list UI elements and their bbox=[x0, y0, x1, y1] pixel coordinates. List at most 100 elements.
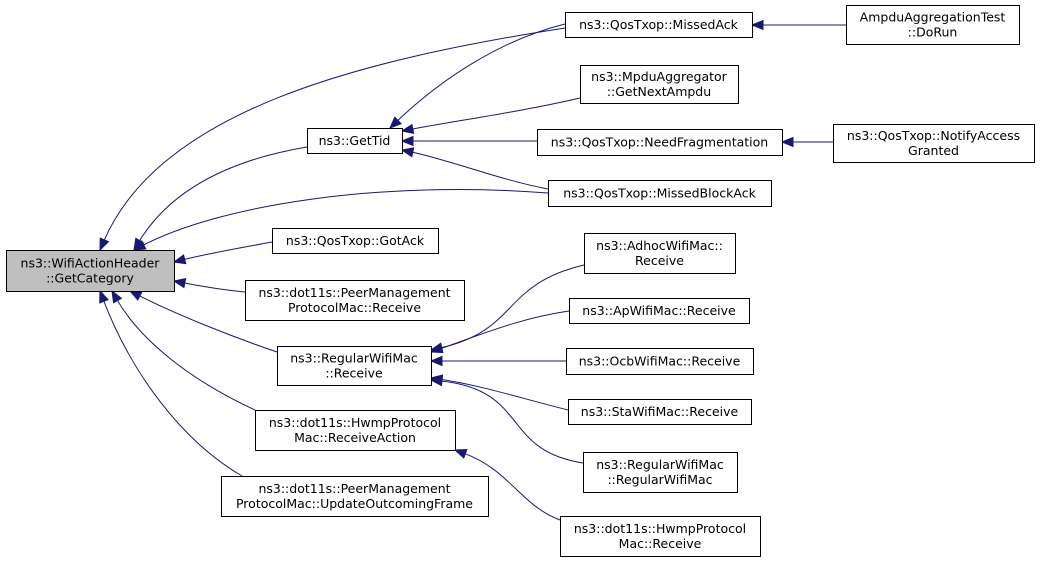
arrowhead bbox=[400, 147, 415, 158]
arrowhead bbox=[132, 240, 147, 251]
node-box[interactable] bbox=[307, 128, 403, 154]
node-label-line: ns3::dot11s::HwmpProtocol bbox=[574, 521, 746, 536]
node-starecv[interactable]: ns3::StaWifiMac::Receive bbox=[568, 399, 752, 425]
node-gettid[interactable]: ns3::GetTid bbox=[307, 128, 403, 154]
node-box[interactable] bbox=[245, 280, 465, 321]
node-label-line: ns3::MpduAggregator bbox=[591, 69, 728, 84]
edge-line bbox=[141, 189, 549, 247]
node-label-line: ns3::dot11s::PeerManagement bbox=[258, 285, 450, 300]
node-label-line: ns3::AdhocWifiMac:: bbox=[596, 238, 723, 253]
edge-line bbox=[410, 151, 549, 190]
edge-line bbox=[182, 241, 273, 261]
nodes-layer: ns3::WifiActionHeader::GetCategoryns3::G… bbox=[6, 5, 1035, 557]
node-label-line: ns3::QosTxop::GotAck bbox=[286, 233, 425, 248]
node-label-line: ::GetCategory bbox=[46, 271, 134, 286]
arrowhead bbox=[389, 116, 402, 129]
node-label-line: ::GetNextAmpdu bbox=[607, 84, 711, 99]
node-box[interactable] bbox=[846, 5, 1020, 45]
edge-needfrag-to-gettid bbox=[400, 135, 538, 147]
node-box[interactable] bbox=[277, 346, 432, 386]
node-box[interactable] bbox=[566, 348, 754, 375]
arrowhead bbox=[99, 237, 110, 252]
node-box[interactable] bbox=[583, 452, 738, 493]
edge-line bbox=[138, 146, 308, 243]
arrowhead bbox=[429, 375, 443, 387]
node-box[interactable] bbox=[584, 233, 736, 274]
node-regularrecv[interactable]: ns3::RegularWifiMac::Receive bbox=[277, 346, 432, 386]
edge-mpduagg-to-gettid bbox=[400, 97, 581, 135]
node-box[interactable] bbox=[537, 129, 783, 156]
edge-peermgmtupdate-to-root bbox=[99, 289, 243, 477]
node-box[interactable] bbox=[568, 399, 752, 425]
node-label-line: ProtocolMac::Receive bbox=[288, 300, 421, 315]
edge-line bbox=[102, 299, 243, 477]
node-peermgmtupdate[interactable]: ns3::dot11s::PeerManagementProtocolMac::… bbox=[221, 476, 489, 517]
edge-hwmpaction-to-root bbox=[111, 289, 256, 411]
node-adhocrecv[interactable]: ns3::AdhocWifiMac::Receive bbox=[584, 233, 736, 274]
node-box[interactable] bbox=[565, 12, 753, 38]
edge-regularctor-to-regularrecv bbox=[429, 375, 584, 464]
node-missedblockack[interactable]: ns3::QosTxop::MissedBlockAck bbox=[548, 180, 772, 207]
node-gotack[interactable]: ns3::QosTxop::GotAck bbox=[272, 228, 439, 254]
edge-line bbox=[410, 97, 581, 130]
arrowhead bbox=[400, 135, 414, 147]
node-box[interactable] bbox=[580, 65, 739, 104]
node-label-line: AmpduAggregationTest bbox=[860, 10, 1006, 25]
arrowhead bbox=[453, 449, 468, 459]
arrowhead bbox=[400, 123, 415, 135]
node-box[interactable] bbox=[833, 124, 1035, 163]
node-ampdutest[interactable]: AmpduAggregationTest::DoRun bbox=[846, 5, 1020, 45]
node-box bbox=[6, 250, 175, 292]
edge-line bbox=[116, 298, 256, 411]
edge-line bbox=[439, 378, 569, 411]
edge-regularrecv-to-root bbox=[128, 290, 278, 353]
node-aprecv[interactable]: ns3::ApWifiMac::Receive bbox=[569, 298, 750, 324]
node-box[interactable] bbox=[272, 228, 439, 254]
node-label-line: Mac::Receive bbox=[619, 536, 702, 551]
node-hwmpaction[interactable]: ns3::dot11s::HwmpProtocolMac::ReceiveAct… bbox=[255, 410, 456, 451]
node-missedack[interactable]: ns3::QosTxop::MissedAck bbox=[565, 12, 753, 38]
node-label-line: ns3::QosTxop::MissedAck bbox=[579, 17, 739, 32]
edge-line bbox=[137, 294, 278, 353]
edge-line bbox=[182, 282, 246, 293]
node-label-line: ns3::RegularWifiMac bbox=[290, 351, 418, 366]
node-peermgmtrecv[interactable]: ns3::dot11s::PeerManagementProtocolMac::… bbox=[245, 280, 465, 321]
node-box[interactable] bbox=[560, 516, 761, 557]
edge-missedack-to-gettid bbox=[389, 23, 566, 129]
node-box[interactable] bbox=[221, 476, 489, 517]
node-box[interactable] bbox=[569, 298, 750, 324]
edge-line bbox=[396, 23, 566, 123]
node-label-line: ns3::RegularWifiMac bbox=[596, 457, 724, 472]
node-box[interactable] bbox=[255, 410, 456, 451]
edge-gotack-to-root bbox=[172, 241, 273, 265]
node-label-line: ns3::QosTxop::NotifyAccess bbox=[847, 128, 1020, 143]
node-regularctor[interactable]: ns3::RegularWifiMac::RegularWifiMac bbox=[583, 452, 738, 493]
node-label-line: Granted bbox=[908, 143, 959, 158]
arrowhead bbox=[111, 289, 123, 304]
arrowhead bbox=[780, 136, 794, 148]
edge-line bbox=[463, 452, 561, 521]
edge-aprecv-to-regularrecv bbox=[429, 310, 570, 354]
node-needfrag[interactable]: ns3::QosTxop::NeedFragmentation bbox=[537, 129, 783, 156]
edge-missedblockack-to-gettid bbox=[400, 147, 549, 190]
node-label-line: Mac::ReceiveAction bbox=[294, 430, 416, 445]
node-box[interactable] bbox=[548, 180, 772, 207]
edge-peermgmtrecv-to-root bbox=[172, 278, 246, 293]
node-ocbrecv[interactable]: ns3::OcbWifiMac::Receive bbox=[566, 348, 754, 375]
node-label-line: ::DoRun bbox=[908, 25, 958, 40]
edge-ocbrecv-to-regularrecv bbox=[429, 355, 566, 367]
node-label-line: ns3::OcbWifiMac::Receive bbox=[579, 354, 741, 369]
arrowhead bbox=[750, 19, 764, 31]
node-label-line: ns3::dot11s::PeerManagement bbox=[258, 481, 450, 496]
edge-line bbox=[439, 310, 570, 350]
arrowhead bbox=[429, 355, 443, 367]
edge-line bbox=[439, 380, 584, 464]
node-mpduagg[interactable]: ns3::MpduAggregator::GetNextAmpdu bbox=[580, 65, 739, 104]
arrowhead bbox=[99, 289, 109, 304]
arrowhead bbox=[172, 278, 187, 289]
node-label-line: ProtocolMac::UpdateOutcomingFrame bbox=[236, 496, 473, 511]
edges-layer bbox=[99, 19, 846, 521]
